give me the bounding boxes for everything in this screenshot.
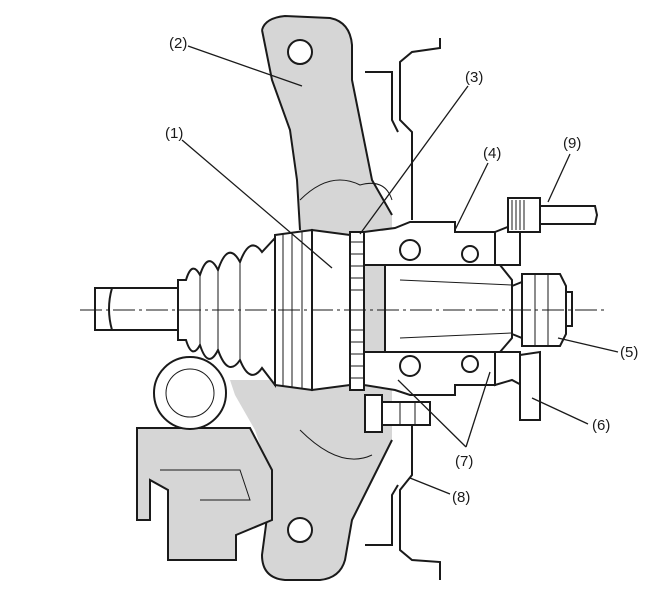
lower-arm-bracket — [136, 356, 273, 561]
label-7: (7) — [455, 453, 473, 470]
label-6: (6) — [592, 417, 610, 434]
drive-shaft — [94, 287, 181, 331]
label-9: (9) — [563, 135, 581, 152]
label-5: (5) — [620, 344, 638, 361]
label-2: (2) — [169, 35, 187, 52]
label-4: (4) — [483, 145, 501, 162]
dust-shield — [365, 38, 441, 580]
label-8: (8) — [452, 489, 470, 506]
wheel-stud — [507, 197, 599, 233]
wheel-hub-bearing — [363, 221, 513, 396]
label-3: (3) — [465, 69, 483, 86]
label-1: (1) — [165, 125, 183, 142]
leader-lines — [181, 45, 619, 495]
sensor-rotor — [349, 231, 365, 391]
knuckle-bolt — [364, 394, 431, 433]
callout-labels: (2) (1) (3) (4) (9) (5) (6) (7) (8) — [165, 35, 638, 506]
